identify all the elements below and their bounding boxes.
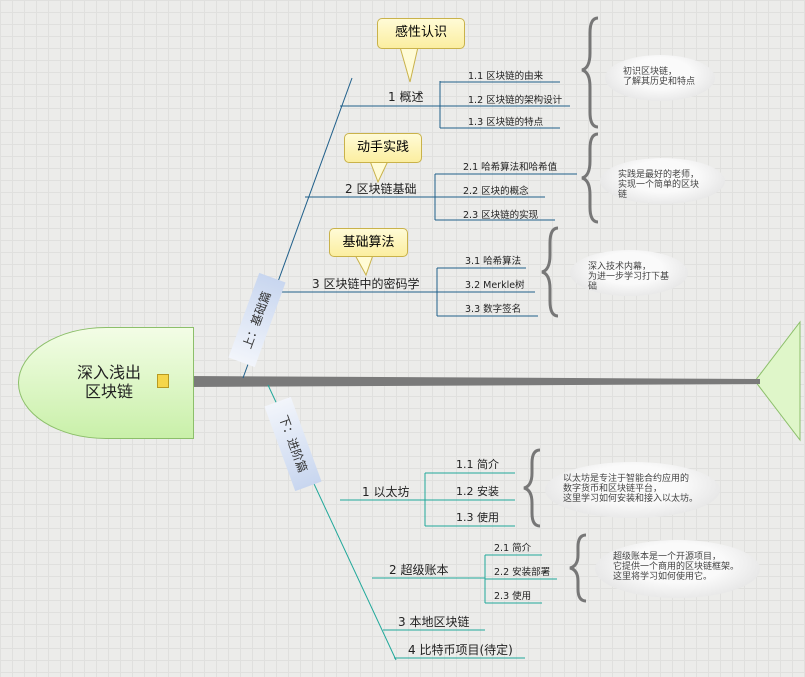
- subtopic[interactable]: 2.1 哈希算法和哈希值: [463, 162, 558, 173]
- root-title-line1: 深入浅出: [77, 363, 142, 382]
- subtopic[interactable]: 1.3 使用: [456, 511, 499, 524]
- topic-basics[interactable]: 2 区块链基础: [345, 182, 417, 196]
- subtopic[interactable]: 2.2 安装部署: [494, 567, 551, 578]
- subtopic[interactable]: 1.2 安装: [456, 485, 499, 498]
- topic-overview[interactable]: 1 概述: [388, 90, 424, 104]
- upper-branch-lines: [242, 77, 577, 379]
- fish-tail: [754, 320, 801, 442]
- topic-hyperledger[interactable]: 2 超级账本: [389, 563, 449, 577]
- topic-local-chain[interactable]: 3 本地区块链: [398, 615, 470, 629]
- subtopic[interactable]: 3.3 数字签名: [465, 304, 522, 315]
- topic-crypto[interactable]: 3 区块链中的密码学: [312, 277, 420, 291]
- spine-line: [190, 376, 760, 387]
- subtopic[interactable]: 1.1 区块链的由来: [468, 71, 544, 82]
- callout-dongshou[interactable]: 动手实践: [344, 133, 422, 163]
- note-icon[interactable]: [157, 374, 169, 388]
- subtopic[interactable]: 2.3 使用: [494, 591, 532, 602]
- note-bubble: 超级账本是一个开源项目，它提供一个商用的区块链框架。这里将学习如何使用它。: [595, 540, 760, 598]
- subtopic[interactable]: 3.2 Merkle树: [465, 280, 525, 291]
- note-bubble: 实践是最好的老师，实现一个简单的区块链: [600, 158, 725, 204]
- subtopic[interactable]: 2.2 区块的概念: [463, 186, 529, 197]
- braces: [523, 16, 599, 603]
- root-title-line2: 区块链: [85, 382, 134, 401]
- subtopic[interactable]: 1.3 区块链的特点: [468, 117, 544, 128]
- subtopic[interactable]: 2.1 简介: [494, 543, 532, 554]
- callout-ganxing[interactable]: 感性认识: [377, 18, 465, 49]
- subtopic[interactable]: 1.1 简介: [456, 458, 499, 471]
- note-bubble: 深入技术内幕，为进一步学习打下基础: [570, 250, 688, 296]
- topic-ethereum[interactable]: 1 以太坊: [362, 485, 410, 499]
- topic-bitcoin[interactable]: 4 比特币项目(待定): [408, 643, 513, 657]
- callout-jichu[interactable]: 基础算法: [329, 228, 408, 257]
- subtopic[interactable]: 1.2 区块链的架构设计: [468, 95, 563, 106]
- subtopic[interactable]: 3.1 哈希算法: [465, 256, 522, 267]
- lower-branch-lines: [267, 384, 557, 661]
- note-bubble: 以太坊是专注于智能合约应用的数字货币和区块链平台，这里学习如何安装和接入以太坊。: [545, 462, 720, 518]
- subtopic[interactable]: 2.3 区块链的实现: [463, 210, 539, 221]
- root-topic[interactable]: 深入浅出 区块链: [18, 327, 194, 439]
- note-bubble: 初识区块链，了解其历史和特点: [605, 55, 715, 101]
